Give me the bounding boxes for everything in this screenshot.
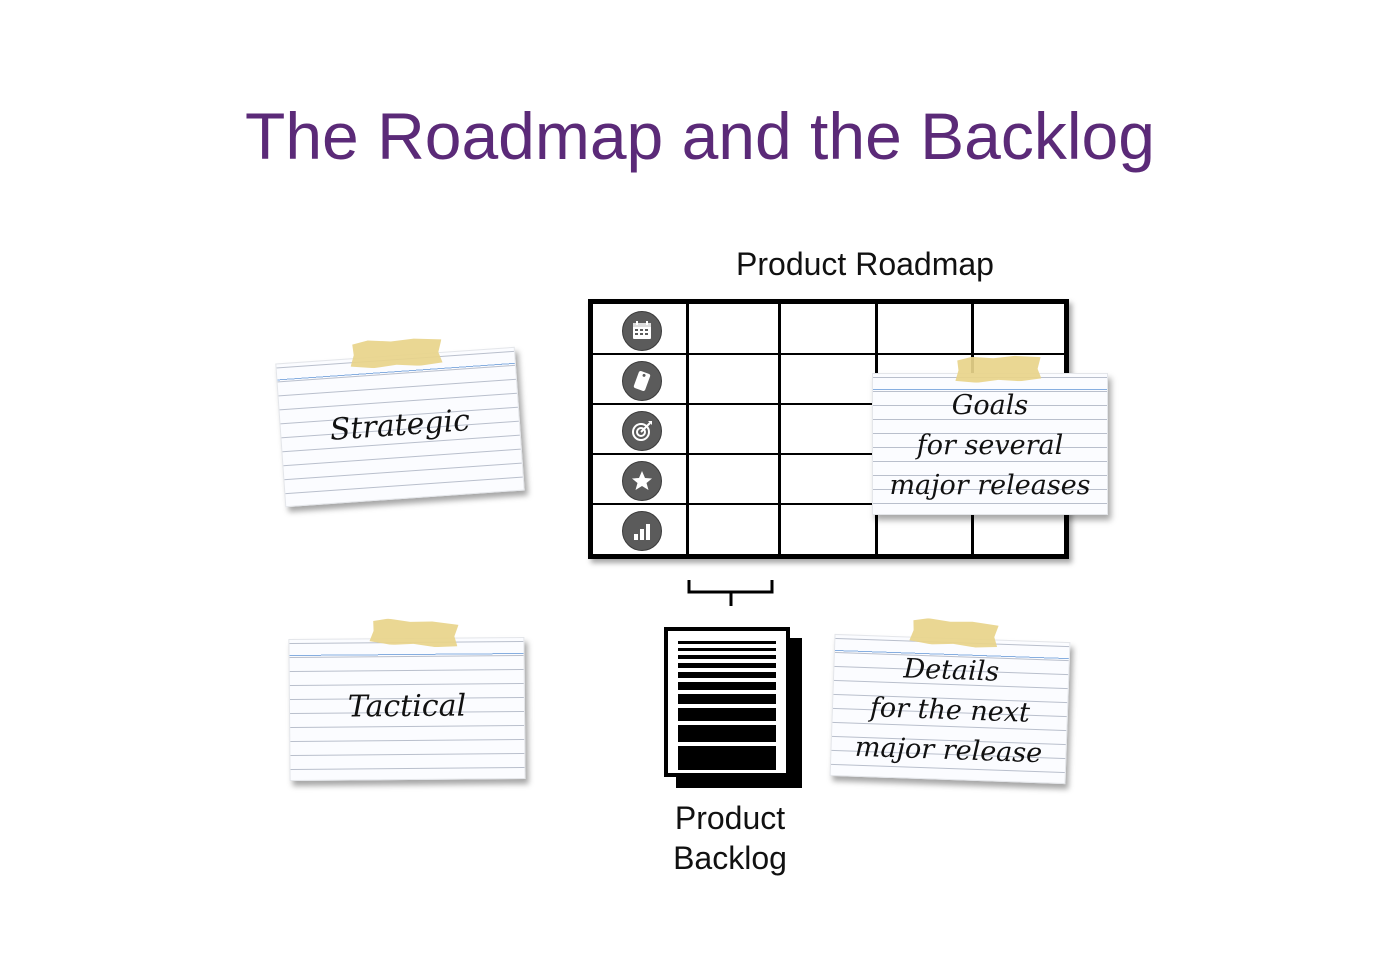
star-icon	[622, 461, 662, 501]
tactical-card-text: Tactical	[347, 688, 467, 725]
tag-icon	[622, 361, 662, 401]
tape-goals	[955, 355, 1042, 384]
backlog-document-icon	[664, 627, 790, 777]
strategic-card: Strategic	[275, 346, 525, 508]
target-icon	[622, 411, 662, 451]
goals-card: Goals for several major releases	[872, 373, 1108, 515]
details-card: Details for the next major release	[829, 633, 1071, 785]
backlog-label: Product Backlog	[673, 800, 787, 876]
details-card-text: Details for the next major release	[854, 653, 1043, 770]
tactical-card: Tactical	[288, 636, 526, 782]
slide-title: The Roadmap and the Backlog	[245, 99, 1155, 173]
strategic-card-text: Strategic	[328, 403, 472, 448]
calendar-icon	[622, 311, 662, 351]
goals-card-text: Goals for several major releases	[889, 390, 1091, 501]
bracket-connector	[687, 580, 774, 606]
roadmap-label: Product Roadmap	[736, 246, 994, 282]
bar-chart-icon	[622, 511, 662, 551]
